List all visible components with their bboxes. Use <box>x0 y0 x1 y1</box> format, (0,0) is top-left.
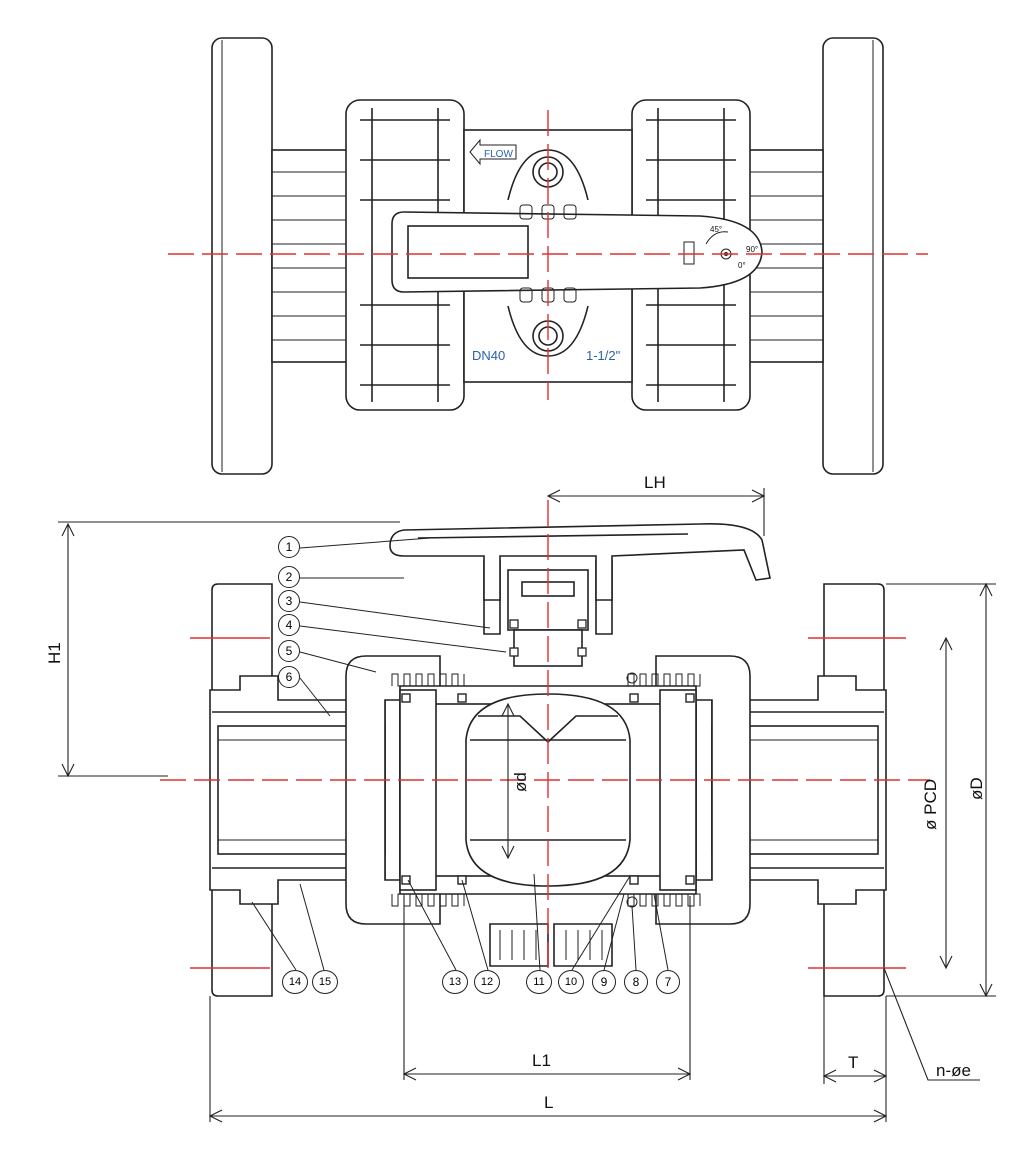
right-seat-carrier <box>659 689 697 891</box>
callout-12-label: 12 <box>480 976 494 988</box>
dim-pcd: ø PCD <box>921 779 940 830</box>
callout-10-label: 10 <box>564 976 578 988</box>
callout-13-label: 13 <box>448 976 462 988</box>
callout-4-label: 4 <box>285 618 293 632</box>
top-left-flange <box>211 37 273 475</box>
callout-15: 15 <box>312 970 338 994</box>
callout-7: 7 <box>656 970 680 994</box>
callout-leaders <box>251 537 669 971</box>
callout-11: 11 <box>526 970 552 994</box>
size-dn-label: DN40 <box>472 348 505 363</box>
right-flange-lower <box>823 887 885 997</box>
top-left-end-connector <box>271 149 349 363</box>
dim-h1: H1 <box>45 642 64 664</box>
left-seat-carrier <box>399 689 437 891</box>
left-flange-lower <box>211 887 273 997</box>
angle-mark-45: 45° <box>710 225 722 234</box>
left-union-nut <box>345 655 441 925</box>
callout-2-label: 2 <box>285 570 293 584</box>
callout-6-label: 6 <box>285 670 293 684</box>
callout-14: 14 <box>282 970 308 994</box>
callout-5-label: 5 <box>285 644 293 658</box>
callout-3: 3 <box>278 590 300 612</box>
callout-1-label: 1 <box>285 540 293 554</box>
angle-mark-90: 90° <box>746 245 758 254</box>
section-view <box>160 500 930 997</box>
callout-13: 13 <box>442 970 468 994</box>
dim-l: L <box>544 1093 553 1112</box>
callout-10: 10 <box>558 970 584 994</box>
top-handle-grip <box>407 225 529 279</box>
flow-arrow-icon <box>469 138 517 166</box>
callout-5: 5 <box>278 640 300 662</box>
handle-section <box>389 523 771 601</box>
dim-d: ød <box>511 772 530 792</box>
top-right-end-connector <box>747 149 824 363</box>
callout-1: 1 <box>278 536 300 558</box>
callout-2: 2 <box>278 566 300 588</box>
callout-9-label: 9 <box>600 975 608 989</box>
top-view: 0° 45° 90° FLOW DN40 1-1/2" <box>168 37 928 475</box>
top-right-flange <box>822 37 884 475</box>
dim-big-d: øD <box>967 777 986 800</box>
flow-label: FLOW <box>484 149 513 160</box>
callout-4: 4 <box>278 614 300 636</box>
callout-12: 12 <box>474 970 500 994</box>
angle-mark-0: 0° <box>738 261 746 270</box>
callout-9: 9 <box>592 970 616 994</box>
callout-7-label: 7 <box>664 975 672 989</box>
callout-6: 6 <box>278 666 300 688</box>
dim-l1: L1 <box>532 1051 551 1070</box>
dimension-lines: LH H1 ød ø PCD øD L1 L <box>45 473 996 1123</box>
top-handle <box>391 211 763 293</box>
callout-8-label: 8 <box>632 975 640 989</box>
callout-3-label: 3 <box>285 594 293 608</box>
mount-foot-right <box>553 923 613 967</box>
callout-11-label: 11 <box>533 976 545 988</box>
callout-8: 8 <box>624 970 648 994</box>
callout-15-label: 15 <box>318 976 332 988</box>
dim-lh: LH <box>644 473 666 492</box>
callout-14-label: 14 <box>288 976 302 988</box>
size-inch-label: 1-1/2" <box>586 348 621 363</box>
dim-bolts: n-øe <box>936 1061 971 1080</box>
right-union-nut <box>655 655 751 925</box>
dim-t: T <box>848 1053 858 1072</box>
